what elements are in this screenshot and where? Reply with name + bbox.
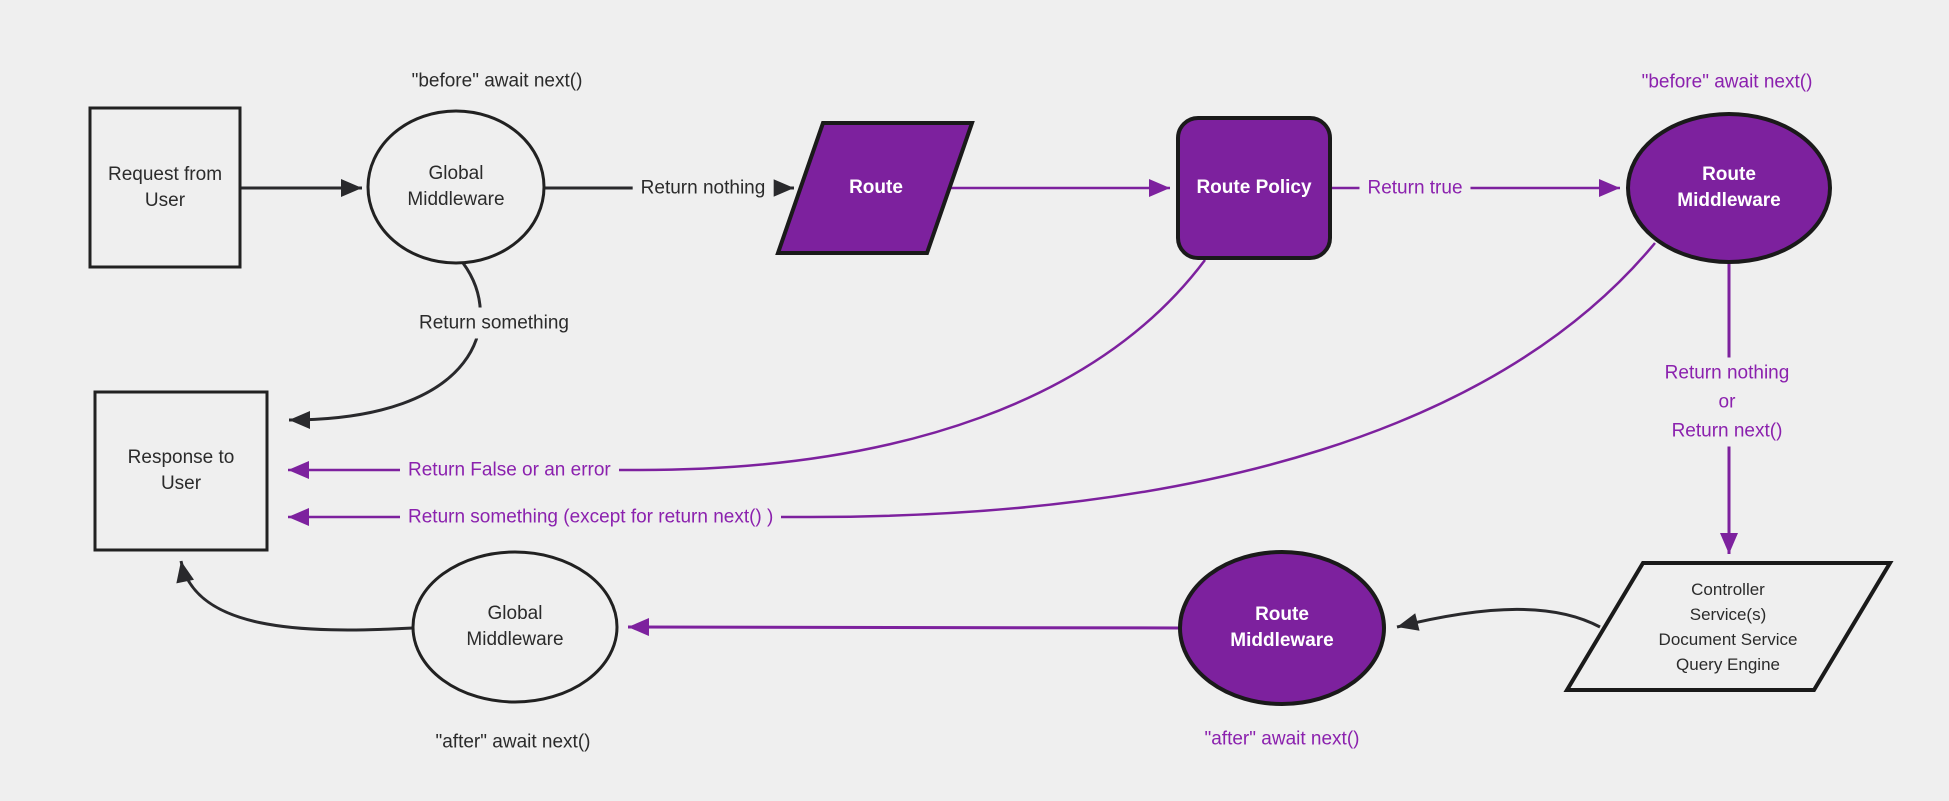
return-nothing-or-next-label: Return nothing or Return next() bbox=[1656, 357, 1798, 447]
edge-globalmw-to-response-return-something bbox=[288, 262, 482, 429]
after-await-next-left-label: "after" await next() bbox=[435, 731, 591, 753]
route-policy-roundrect bbox=[1176, 116, 1332, 260]
global-middleware-bottom-ellipse bbox=[411, 550, 619, 704]
route-policy-label: Route Policy bbox=[1196, 177, 1312, 198]
return-nothing-label: Return nothing bbox=[632, 172, 774, 204]
edge-routepolicy-to-response-return-false bbox=[288, 259, 1206, 479]
return-false-or-error-label: Return False or an error bbox=[400, 454, 619, 486]
edge-services-to-routemw-bottom bbox=[1396, 607, 1601, 631]
after-await-next-middle-label: "after" await next() bbox=[1204, 728, 1360, 750]
before-await-next-right-label: "before" await next() bbox=[1641, 71, 1813, 93]
edge-globalmw-bottom-to-response bbox=[176, 560, 414, 632]
route-middleware-bottom-ellipse bbox=[1178, 550, 1386, 706]
request-from-user-box bbox=[88, 106, 242, 269]
services-parallelogram bbox=[1563, 561, 1894, 692]
route-label: Route bbox=[849, 177, 903, 198]
edge-routemw-to-response-return-something-except bbox=[288, 242, 1656, 526]
route-middleware-top-ellipse bbox=[1626, 112, 1832, 264]
services-label: Controller Service(s) Document Service Q… bbox=[1658, 580, 1798, 674]
global-middleware-top-label: Global Middleware bbox=[407, 163, 505, 210]
global-middleware-top-ellipse bbox=[366, 109, 546, 265]
response-to-user-label: Response to User bbox=[127, 447, 235, 494]
route-middleware-top-label: Route Middleware bbox=[1677, 164, 1781, 211]
return-something-label: Return something bbox=[411, 307, 577, 339]
return-true-label: Return true bbox=[1359, 172, 1471, 204]
request-from-user-label: Request from User bbox=[107, 164, 223, 211]
response-to-user-box bbox=[93, 390, 269, 552]
route-middleware-bottom-label: Route Middleware bbox=[1230, 604, 1334, 651]
route-parallelogram bbox=[775, 121, 975, 255]
return-something-except-label: Return something (except for return next… bbox=[400, 501, 782, 533]
global-middleware-bottom-label: Global Middleware bbox=[466, 603, 564, 650]
before-await-next-top-label: "before" await next() bbox=[411, 70, 583, 92]
edge-routemw-bottom-to-globalmw-bottom bbox=[627, 618, 1181, 637]
